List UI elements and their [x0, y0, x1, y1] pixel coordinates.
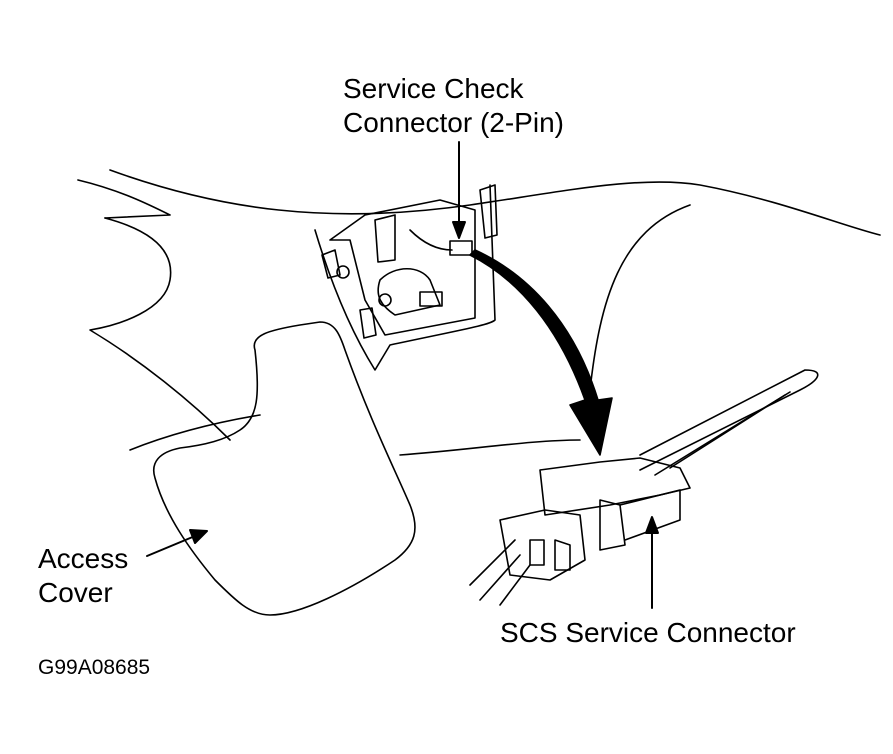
console-opening — [314, 184, 498, 371]
leader-arrows — [146, 141, 659, 609]
dashboard-outline — [77, 169, 881, 456]
access-cover-label-line2: Cover — [38, 577, 113, 608]
service-check-label-line2: Connector (2-Pin) — [343, 107, 564, 138]
service-check-label-line1: Service Check — [343, 73, 524, 104]
figure-code: G99A08685 — [38, 656, 151, 679]
scs-connector-label: SCS Service Connector — [500, 617, 796, 648]
access-cover-label-line1: Access — [38, 543, 129, 574]
curved-arrow — [469, 249, 613, 456]
scs-connector-drawing — [469, 369, 819, 606]
access-cover — [153, 321, 416, 616]
